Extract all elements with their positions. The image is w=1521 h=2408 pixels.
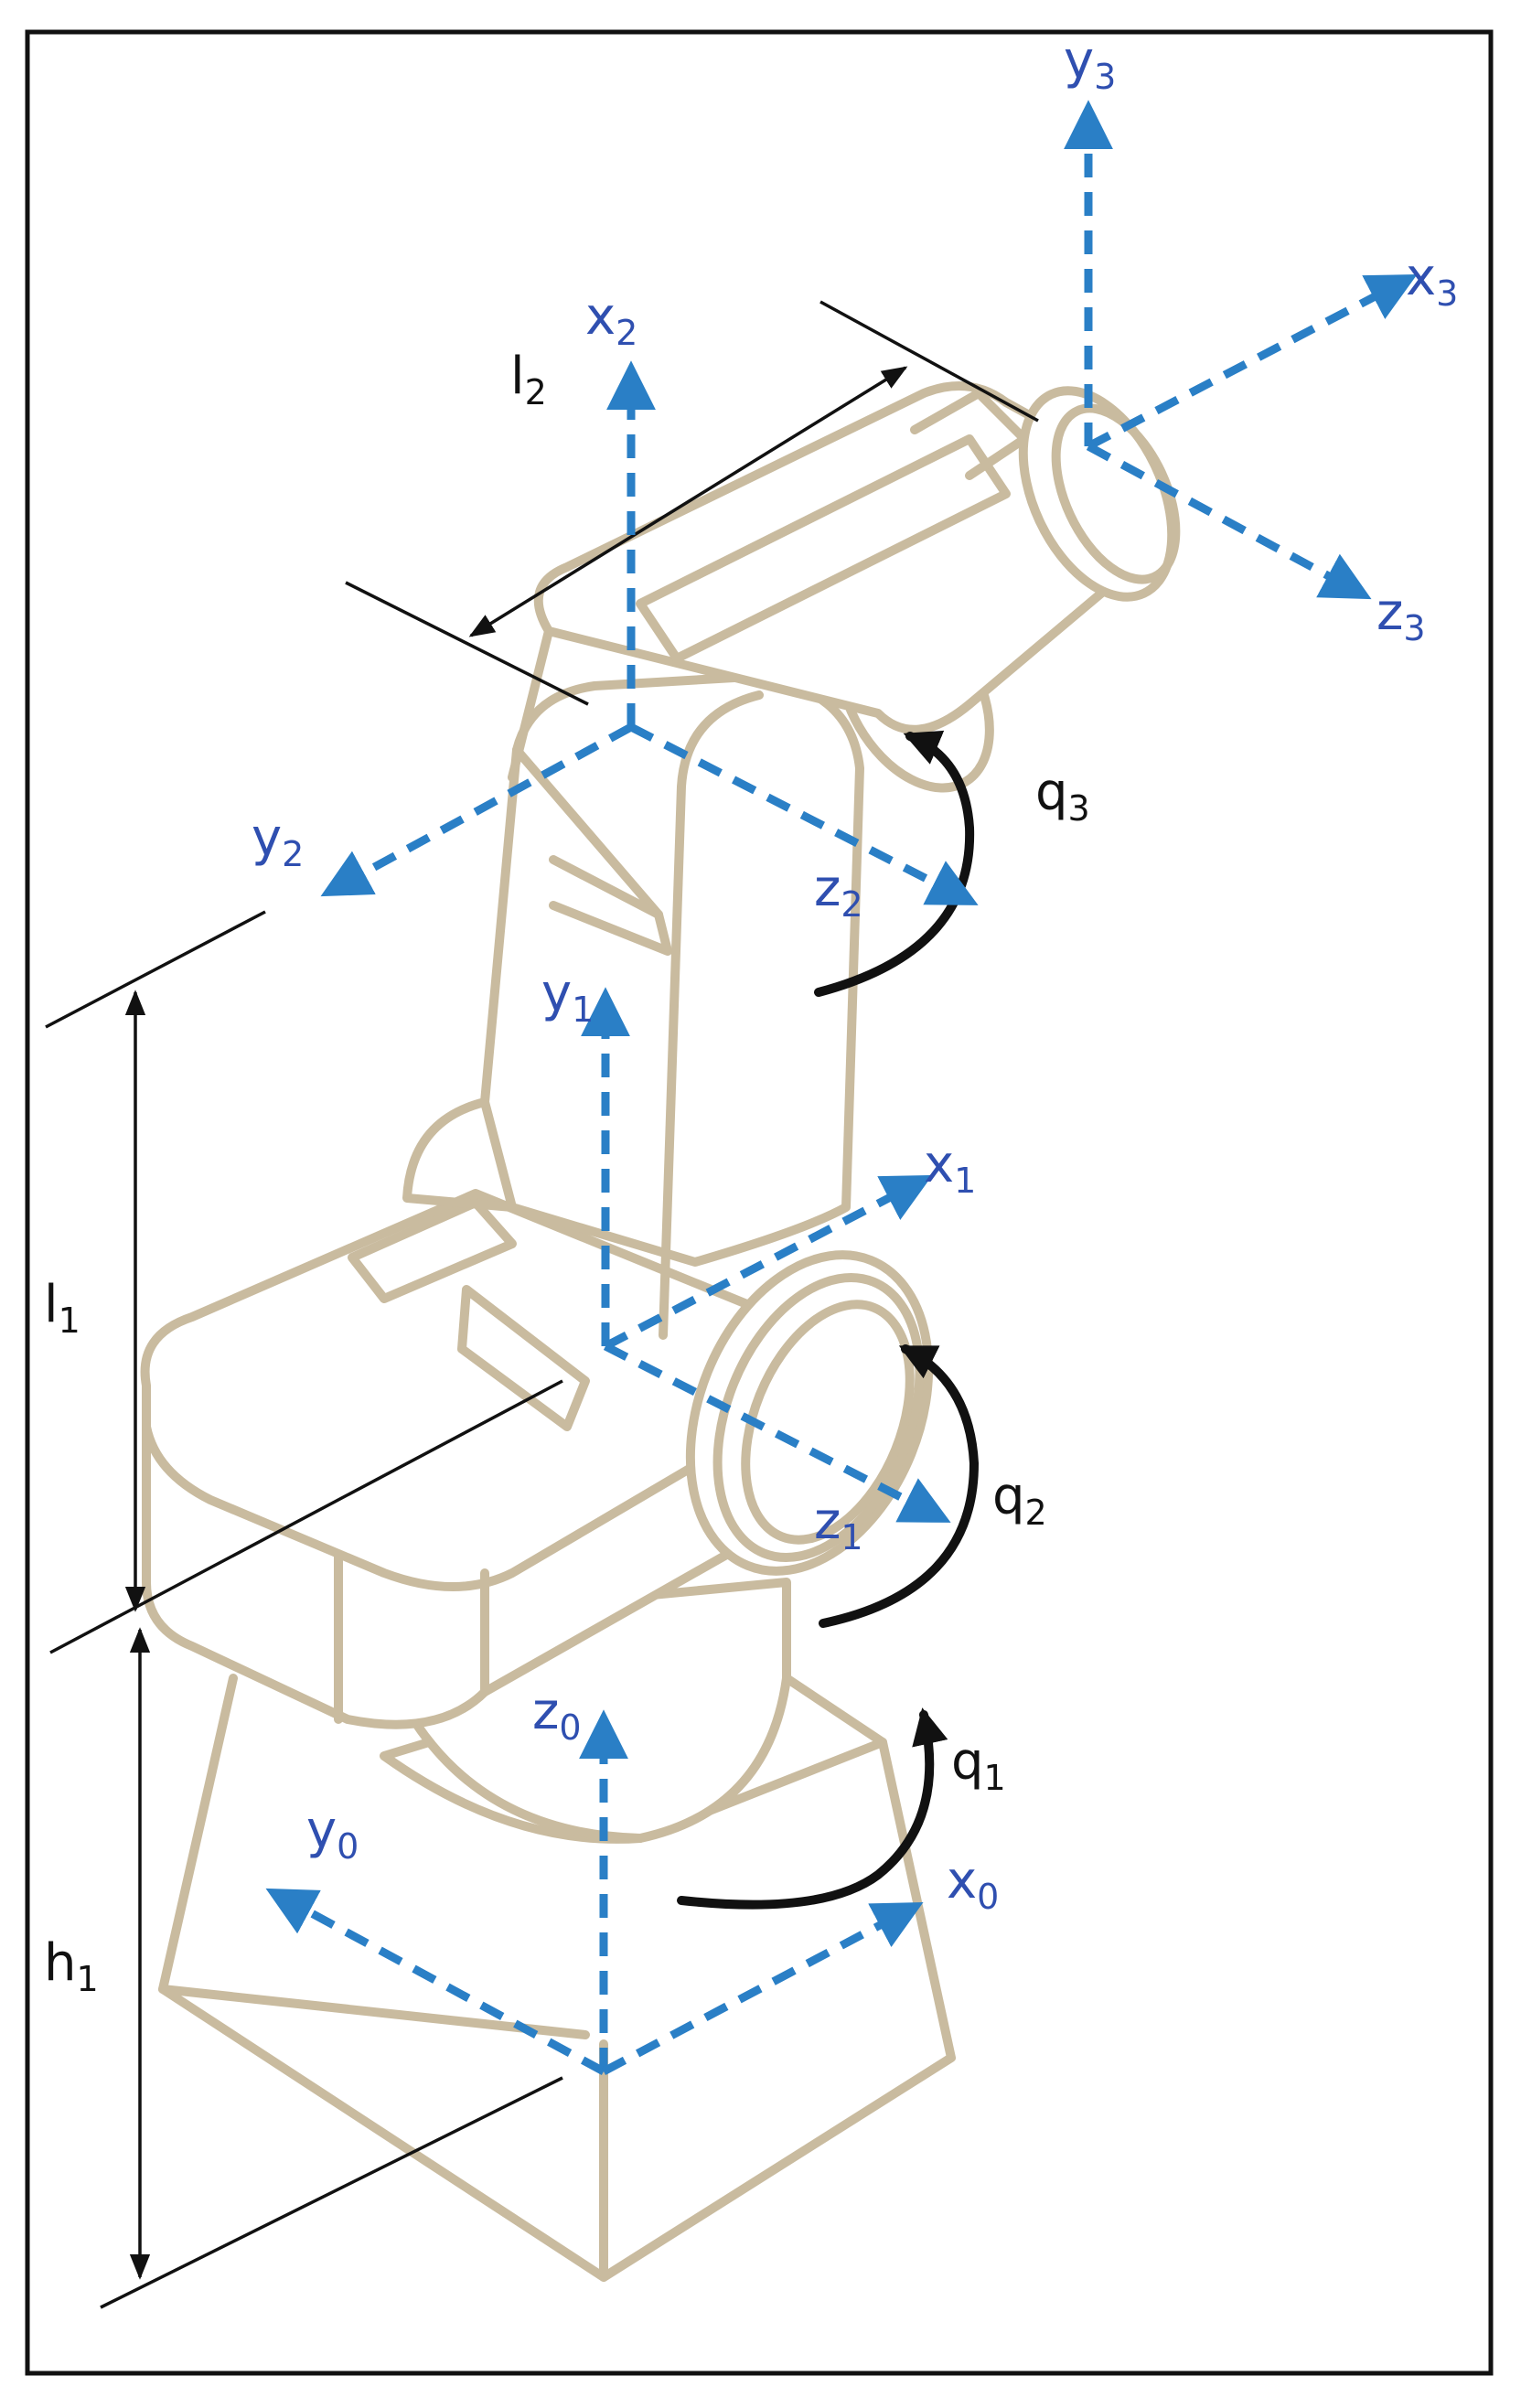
y0-axis [265,1888,606,2075]
y0-label: y0 [306,1801,359,1867]
axis-labels: y3 x3 z3 x2 y2 z2 y1 x1 z1 z0 y0 x0 [252,31,1458,1917]
x1-axis [603,1174,933,1350]
l2-extension-right [819,300,1039,423]
h1-extension-bottom [100,2076,563,2309]
z3-axis [1086,443,1372,600]
x3-label: x3 [1406,248,1458,314]
x3-axis [1086,273,1418,450]
l2-extension-left [345,581,589,706]
z2-label: z2 [814,859,863,925]
z0-label: z0 [532,1682,582,1748]
q1-rotation-arrow [677,1707,948,1910]
x0-axis [601,1901,924,2075]
z1-axis [603,1342,951,1523]
q1-label: q1 [951,1732,1006,1798]
l1-extension-top [45,910,266,1029]
z2-axis [628,722,979,905]
q2-label: q2 [992,1467,1047,1533]
link1-housing [140,1189,828,1729]
y1-label: y1 [541,964,594,1030]
l2-label: l2 [510,347,547,412]
z1-label: z1 [814,1492,863,1557]
coordinate-frames [265,100,1418,2075]
q2-rotation-arrow [819,1344,980,1628]
y2-axis [320,723,634,897]
dimension-lines [45,300,1039,2309]
robot-body [140,381,1181,2282]
x1-label: x1 [924,1135,976,1201]
y3-label: y3 [1064,31,1116,97]
l1-label: l1 [44,1275,80,1341]
rotation-arrows [677,730,980,1910]
y2-label: y2 [252,808,304,874]
z3-label: z3 [1376,583,1426,648]
x2-label: x2 [585,287,637,353]
figure-frame [25,29,1494,2376]
q3-label: q3 [1035,763,1090,829]
l2-dimension-line [468,366,908,637]
x0-label: x0 [947,1851,999,1917]
joint-dimension-labels: q3 q2 q1 l2 l1 h1 [44,347,1090,1999]
q3-rotation-arrow [814,730,975,997]
h1-label: h1 [44,1933,99,1999]
